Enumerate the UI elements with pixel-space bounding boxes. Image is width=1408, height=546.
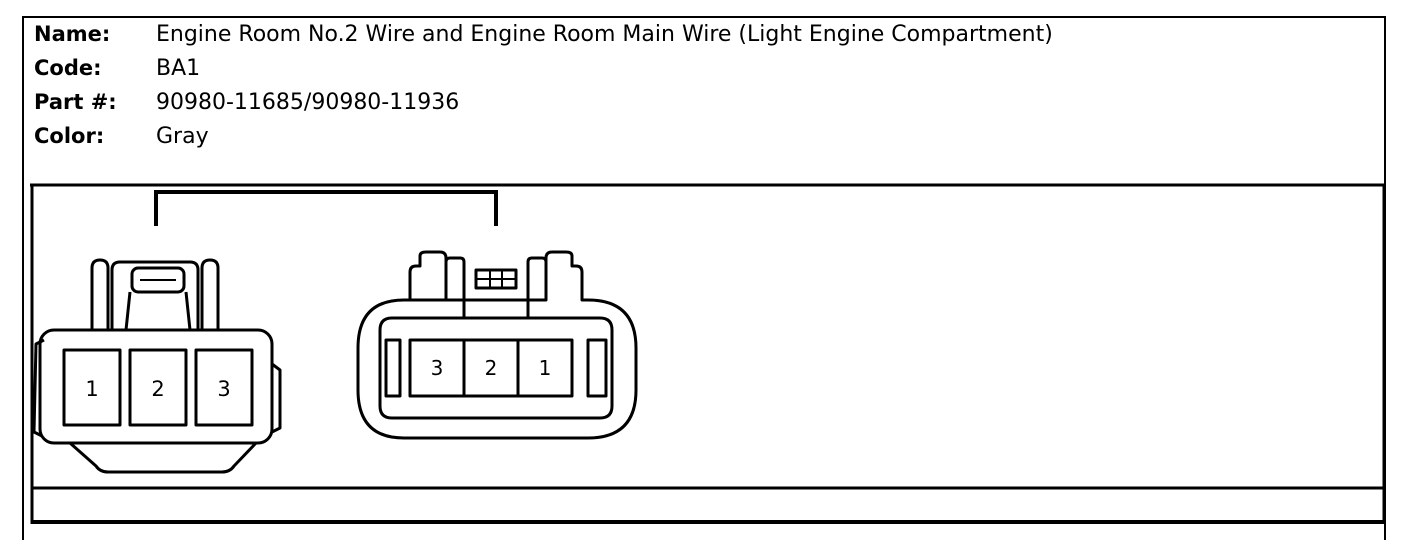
pin-label: 1 bbox=[539, 356, 552, 380]
name-label: Name: bbox=[34, 22, 111, 46]
connector-right-pins: 3 2 1 bbox=[431, 356, 552, 380]
part-number-label: Part #: bbox=[34, 90, 117, 114]
pin-label: 1 bbox=[85, 377, 98, 401]
connector-left-pins: 1 2 3 bbox=[85, 377, 230, 401]
part-number-value: 90980-11685/90980-11936 bbox=[156, 90, 460, 115]
connector-right bbox=[356, 250, 638, 440]
pin-label: 3 bbox=[431, 356, 444, 380]
color-label: Color: bbox=[34, 124, 105, 148]
pin-label: 3 bbox=[217, 377, 230, 401]
color-value: Gray bbox=[156, 124, 209, 149]
connector-left bbox=[32, 258, 282, 474]
code-label: Code: bbox=[34, 56, 102, 80]
name-value: Engine Room No.2 Wire and Engine Room Ma… bbox=[156, 22, 1053, 47]
pin-label: 2 bbox=[485, 356, 498, 380]
pin-label: 2 bbox=[151, 377, 164, 401]
mating-bracket bbox=[154, 190, 498, 226]
diagram-frame bbox=[30, 183, 1386, 524]
code-value: BA1 bbox=[156, 56, 201, 81]
